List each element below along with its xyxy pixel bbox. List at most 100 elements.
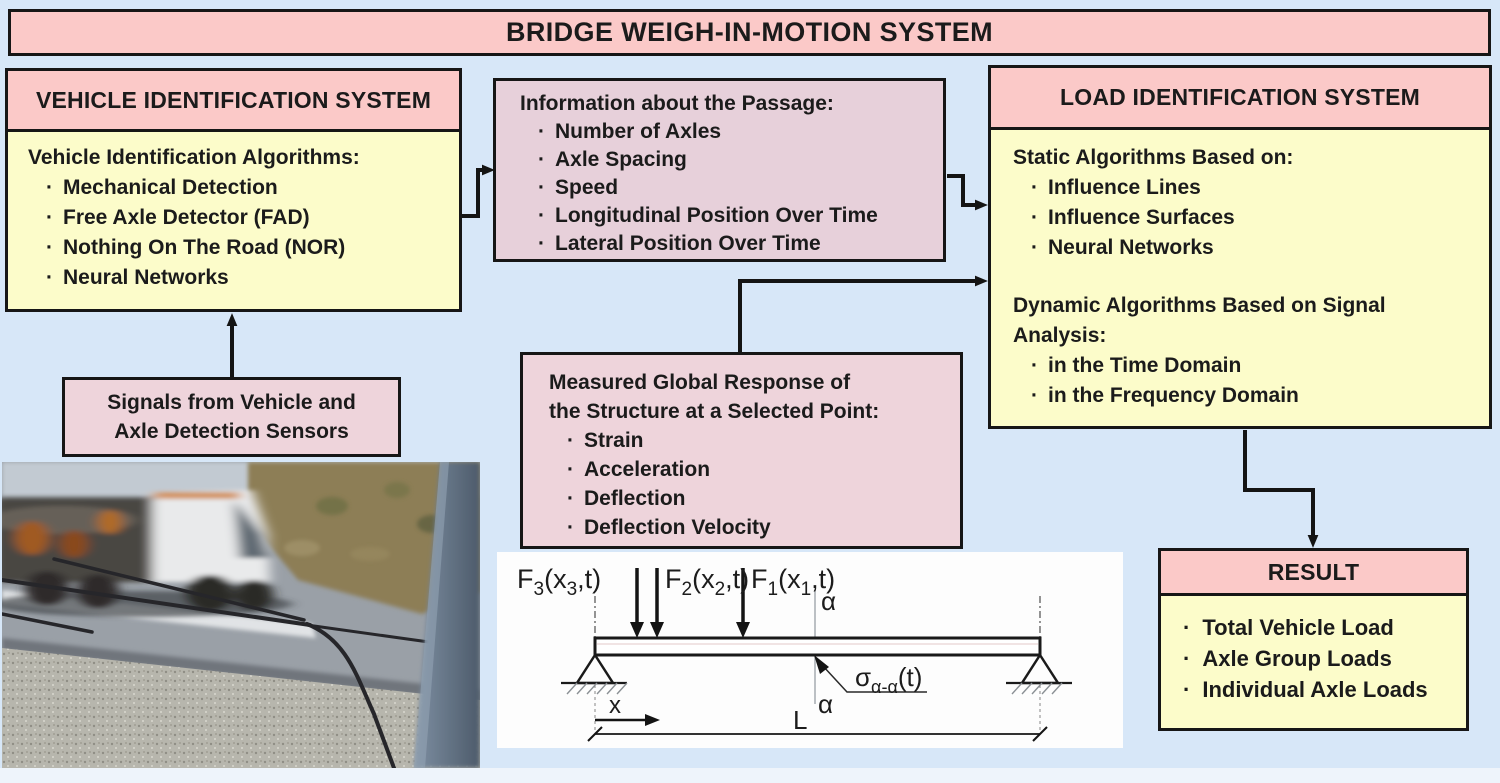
result-title: RESULT [1267,558,1360,585]
list-item: · Deflection [549,484,952,513]
sigma-leader-arrowhead [814,655,829,674]
bullet-icon: · [567,429,574,452]
bullet-icon: · [1031,384,1038,407]
sensor-signals-box: Signals from Vehicle and Axle Detection … [62,377,401,457]
list-item: ·Nothing On The Road (NOR) [28,233,451,263]
vehicle-identification-box: VEHICLE IDENTIFICATION SYSTEM Vehicle Id… [5,68,462,312]
force-label-f1: F1(x1,t) [751,564,835,600]
list-item-label: Influence Surfaces [1048,206,1235,229]
x-axis-label: x [609,692,621,719]
list-item: ·Total Vehicle Load [1181,612,1460,643]
list-item: · Acceleration [549,455,952,484]
load-identification-box: LOAD IDENTIFICATION SYSTEM Static Algori… [988,65,1492,429]
blurred-truck [0,490,292,617]
measured-response-box: Measured Global Response of the Structur… [520,352,963,549]
list-item-label: in the Frequency Domain [1048,384,1299,407]
bullet-icon: · [1183,615,1191,640]
list-item-label: Individual Axle Loads [1202,677,1428,702]
measured-response-title-line2: the Structure at a Selected Point: [549,400,880,423]
list-item: · in the Time Domain [1013,351,1479,381]
bullet-icon: · [1031,206,1038,229]
passage-info-box: Information about the Passage: · Number o… [493,78,946,262]
load-identification-title: LOAD IDENTIFICATION SYSTEM [1060,84,1420,110]
list-item-label: Free Axle Detector (FAD) [63,206,310,229]
list-item-label: Deflection [584,487,686,510]
bullet-icon: · [1031,236,1038,259]
list-item-label: Lateral Position Over Time [555,232,821,255]
list-item-label: in the Time Domain [1048,354,1242,377]
list-item: · Speed [520,174,937,202]
list-item-label: Speed [555,176,619,199]
list-item-label: Axle Group Loads [1202,646,1392,671]
bullet-icon: · [46,266,53,289]
result-header: RESULT [1161,551,1466,596]
bullet-icon: · [1183,677,1191,702]
gravel-shoulder [2,648,480,768]
alpha-bottom-label: α [818,689,833,719]
road-sensor-photo [0,462,480,770]
bullet-icon: · [46,176,53,199]
list-item-label: Deflection Velocity [584,516,771,539]
alpha-top-label: α [821,586,836,616]
length-label: L [793,705,807,735]
bullet-icon: · [538,176,545,199]
bullet-icon: · [538,232,545,255]
list-item-label: Number of Axles [555,120,722,143]
arrow-load-to-result [1243,430,1319,548]
bullet-icon: · [538,148,545,171]
list-item-label: Neural Networks [1048,236,1214,259]
bullet-icon: · [46,236,53,259]
truck-photo-illustration [0,462,480,770]
list-item: · Neural Networks [1013,233,1479,263]
list-item: · Influence Surfaces [1013,203,1479,233]
list-item-label: Mechanical Detection [63,176,278,199]
bullet-icon: · [567,487,574,510]
force-arrow-shafts [635,568,745,624]
page-title: BRIDGE WEIGH-IN-MOTION SYSTEM [505,17,994,47]
bullet-icon: · [46,206,53,229]
force-label-f2: F2(x2,t) [665,564,749,600]
dimension-tick-right [1032,726,1048,742]
sensor-signals-line2: Axle Detection Sensors [114,420,349,443]
arrow-vehicle-to-passage [462,164,495,218]
beam-diagram-panel: F3(x3,t) F2(x2,t) F1(x1,t) α α σα-α(t) [497,552,1123,748]
list-item: · Strain [549,426,952,455]
right-support [1006,652,1072,695]
sigma-label: σα-α(t) [855,662,922,697]
list-item-label: Acceleration [584,458,711,481]
list-item: · in the Frequency Domain [1013,381,1479,411]
arrow-passage-to-load [947,174,988,211]
bullet-icon: · [1183,646,1191,671]
measured-response-title-line1: Measured Global Response of [549,371,851,394]
list-item-label: Longitudinal Position Over Time [555,204,878,227]
support-centerlines [594,596,1041,638]
bullet-icon: · [538,120,545,143]
beam-loading-diagram: F3(x3,t) F2(x2,t) F1(x1,t) α α σα-α(t) [517,564,1072,742]
list-item: · Number of Axles [520,118,937,146]
list-item-label: Strain [584,429,644,452]
list-item: · Influence Lines [1013,173,1479,203]
bullet-icon: · [1031,354,1038,377]
bullet-icon: · [1031,176,1038,199]
bullet-icon: · [567,458,574,481]
x-axis-arrowhead [645,714,660,726]
spacer [1013,263,1479,291]
beam [593,636,1042,657]
list-item: ·Neural Networks [28,263,451,293]
list-item: ·Longitudinal Position Over Time [520,202,937,230]
load-identification-body: Static Algorithms Based on: ·Influence L… [991,130,1489,426]
bottom-margin-strip [0,768,1500,783]
result-box: RESULT ·Total Vehicle Load · Axle Group L… [1158,548,1469,731]
list-item-label: Axle Spacing [555,148,687,171]
vehicle-identification-title: VEHICLE IDENTIFICATION SYSTEM [35,86,432,113]
list-item: · Axle Group Loads [1181,643,1460,674]
force-arrow-heads [630,622,750,638]
dynamic-algorithms-title: Dynamic Algorithms Based on Signal Analy… [1013,294,1386,347]
load-identification-header: LOAD IDENTIFICATION SYSTEM [991,68,1489,130]
passage-info-title: Information about the Passage: [520,92,834,115]
list-item-label: Influence Lines [1048,176,1201,199]
sensor-signals-line1: Signals from Vehicle and [107,391,356,414]
sigma-leader-line [822,665,927,693]
vehicle-algorithms-title: Vehicle Identification Algorithms: [28,146,360,169]
